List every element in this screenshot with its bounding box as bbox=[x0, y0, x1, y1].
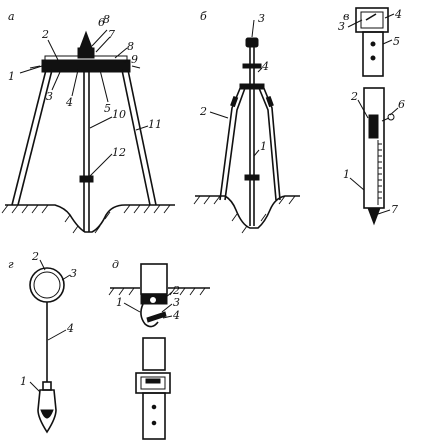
label-v-5: 5 bbox=[393, 35, 400, 48]
panel-d: д 2 bbox=[108, 258, 210, 440]
label-a-9: 9 bbox=[131, 53, 138, 66]
label-a-10: 10 bbox=[112, 108, 126, 121]
label-b-1: 1 bbox=[260, 140, 267, 153]
panel-d-letter: д bbox=[112, 258, 119, 271]
tripod-legs-a bbox=[11, 69, 157, 206]
leaders-a bbox=[19, 29, 149, 177]
label-b-4: 4 bbox=[261, 60, 269, 73]
label-d-2: 2 bbox=[172, 284, 180, 297]
label-v-6: 6 bbox=[398, 98, 405, 111]
plumb-bob-g bbox=[37, 381, 57, 434]
label-a-2: 2 bbox=[41, 28, 49, 41]
label-b-3: 3 bbox=[258, 12, 265, 25]
leaders-g bbox=[29, 259, 71, 393]
label-a-4: 4 bbox=[65, 96, 73, 109]
rod-level-d bbox=[135, 337, 171, 440]
post-hook-d bbox=[140, 263, 168, 328]
label-v-1: 1 bbox=[343, 168, 350, 181]
label-a-12: 12 bbox=[112, 146, 126, 159]
label-a-11: 11 bbox=[148, 118, 162, 131]
label-g-2: 2 bbox=[31, 250, 39, 263]
leaders-d bbox=[123, 291, 173, 319]
rod-top-b bbox=[239, 37, 265, 226]
label-d-3: 3 bbox=[173, 296, 180, 309]
label-g-3: 3 bbox=[70, 267, 77, 280]
centering-rod-a bbox=[79, 72, 94, 232]
panel-b-letter: б bbox=[200, 10, 207, 23]
ground-b bbox=[193, 195, 300, 234]
leaders-v bbox=[347, 13, 399, 215]
label-v-2: 2 bbox=[350, 90, 358, 103]
graduated-rod-v bbox=[363, 87, 395, 226]
label-g-4: 4 bbox=[66, 322, 74, 335]
label-g-1: 1 bbox=[20, 375, 27, 388]
panel-v: в 3 bbox=[338, 7, 405, 226]
labels-v: 3 4 5 2 6 1 7 bbox=[338, 8, 405, 216]
leaders-b bbox=[209, 19, 263, 157]
panel-g: г 2 3 4 1 bbox=[8, 250, 77, 434]
panel-v-letter: в bbox=[343, 10, 349, 23]
folded-legs-b bbox=[219, 85, 281, 201]
label-v-7: 7 bbox=[391, 203, 398, 216]
label-d-4: 4 bbox=[172, 309, 180, 322]
panel-a: а bbox=[1, 10, 175, 234]
panel-g-letter: г bbox=[8, 258, 14, 271]
label-v-4: 4 bbox=[394, 8, 402, 21]
label-a-1: 1 bbox=[8, 70, 15, 83]
labels-d: 2 1 3 4 bbox=[116, 284, 180, 322]
ring-g bbox=[29, 267, 65, 382]
ground-d bbox=[108, 287, 210, 296]
panel-b: б 3 bbox=[193, 10, 300, 234]
labels-b: 3 4 2 1 bbox=[199, 12, 269, 153]
label-b-2: 2 bbox=[199, 105, 207, 118]
label-a-8b: 8 bbox=[127, 40, 134, 53]
label-a-3: 3 bbox=[46, 90, 53, 103]
label-a-7: 7 bbox=[108, 28, 115, 41]
labels-g: 2 3 4 1 bbox=[20, 250, 77, 388]
label-v-3: 3 bbox=[338, 20, 345, 33]
level-head-v bbox=[355, 7, 389, 77]
labels-a: 1 2 3 4 5 6 7 8 8 9 10 11 12 bbox=[8, 13, 162, 159]
label-a-5: 5 bbox=[104, 102, 111, 115]
label-a-6: 6 bbox=[98, 16, 105, 29]
label-a-8a: 8 bbox=[103, 13, 110, 26]
label-d-1: 1 bbox=[116, 296, 123, 309]
panel-a-letter: а bbox=[8, 10, 15, 23]
tripod-head-a bbox=[29, 30, 141, 73]
